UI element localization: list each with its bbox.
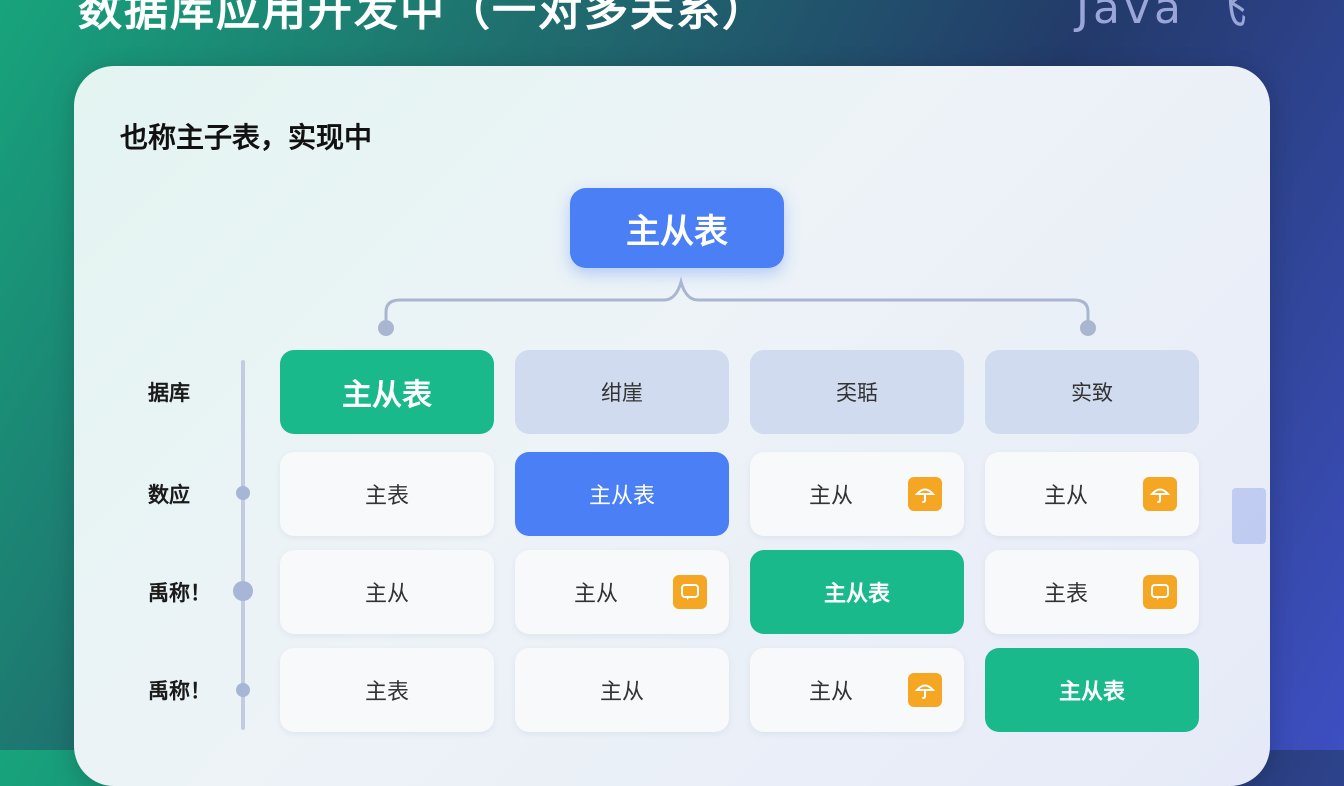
cell-label: 主从 bbox=[364, 582, 409, 607]
cell-label: 主从 bbox=[599, 680, 644, 705]
cell-label: 绀崖 bbox=[601, 381, 643, 405]
matrix-cell[interactable]: 主从表 bbox=[985, 648, 1199, 732]
cell-label: 奀聒 bbox=[836, 381, 878, 405]
row-label: 据库 bbox=[148, 381, 190, 405]
matrix-cell[interactable]: 主从 bbox=[515, 648, 729, 732]
matrix-cell[interactable]: 主从 bbox=[515, 550, 729, 634]
side-scroll-tab[interactable] bbox=[1232, 488, 1266, 544]
row-label: 数应 bbox=[148, 483, 190, 507]
matrix-cell[interactable]: 主从 bbox=[985, 452, 1199, 536]
cell-label: 主从表 bbox=[342, 378, 432, 413]
matrix-cell[interactable]: 主表 bbox=[280, 452, 494, 536]
matrix-cell[interactable]: 主从 bbox=[750, 452, 964, 536]
matrix-cell[interactable]: 绀崖 bbox=[515, 350, 729, 434]
matrix-cell[interactable]: 奀聒 bbox=[750, 350, 964, 434]
cell-label: 实致 bbox=[1071, 381, 1113, 405]
matrix-cell[interactable]: 主从表 bbox=[515, 452, 729, 536]
cell-label: 主从表 bbox=[823, 582, 890, 607]
card-subtitle: 也称主子表，实现中 bbox=[120, 121, 373, 154]
cell-label: 主表 bbox=[1043, 582, 1088, 607]
umbrella-icon bbox=[908, 673, 942, 707]
matrix-cell[interactable]: 主从 bbox=[280, 550, 494, 634]
cell-label: 主从 bbox=[573, 582, 618, 607]
chat-icon bbox=[673, 575, 707, 609]
root-node[interactable]: 主从表 bbox=[570, 188, 784, 268]
cell-label: 主从表 bbox=[1058, 680, 1125, 705]
axis-dot bbox=[236, 486, 250, 500]
matrix-cell[interactable]: 主从 bbox=[750, 648, 964, 732]
row-label: 禹称！ bbox=[148, 679, 211, 703]
brand-text: Java 飞 bbox=[1076, 0, 1251, 34]
umbrella-icon bbox=[908, 477, 942, 511]
cell-label: 主表 bbox=[364, 680, 409, 705]
cell-label: 主从 bbox=[808, 680, 853, 705]
axis-dot bbox=[236, 683, 250, 697]
matrix-cell[interactable]: 主表 bbox=[985, 550, 1199, 634]
matrix-cell[interactable]: 主从表 bbox=[280, 350, 494, 434]
umbrella-icon bbox=[1143, 477, 1177, 511]
matrix-cell[interactable]: 主表 bbox=[280, 648, 494, 732]
cell-label: 主从 bbox=[1043, 484, 1088, 509]
matrix-cell[interactable]: 实致 bbox=[985, 350, 1199, 434]
cell-label: 主从 bbox=[808, 484, 853, 509]
row-label: 禹称！ bbox=[148, 581, 211, 605]
cell-label: 主表 bbox=[364, 484, 409, 509]
cell-label: 主从表 bbox=[588, 484, 655, 509]
row-axis-line bbox=[241, 360, 245, 730]
axis-dot bbox=[233, 581, 253, 601]
matrix-cell[interactable]: 主从表 bbox=[750, 550, 964, 634]
chat-icon bbox=[1143, 575, 1177, 609]
page-title: 数据库应用开发中（一对多关系） bbox=[78, 0, 768, 36]
